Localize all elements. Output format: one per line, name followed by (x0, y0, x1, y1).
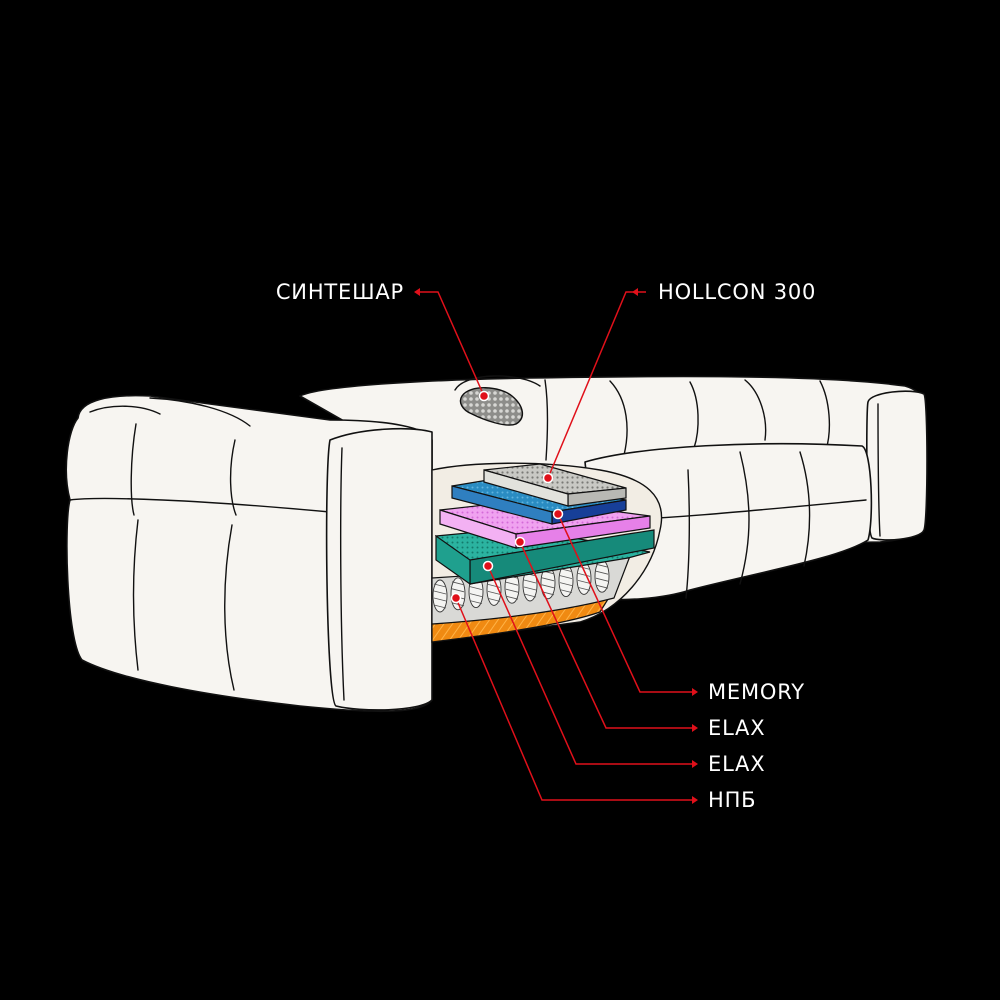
spring-wire (577, 580, 591, 584)
spring-wire (469, 593, 483, 597)
spring-wire (523, 586, 537, 591)
spring-wire (487, 591, 501, 595)
spring-wire (523, 593, 537, 598)
spring-wire (451, 581, 465, 586)
sofa-right-arm (866, 390, 928, 541)
npb-spring-unit (431, 555, 631, 625)
spring-wire (577, 587, 591, 591)
label-npb: НПБ (708, 788, 756, 812)
spring-coil (594, 559, 610, 593)
spring-wire (559, 582, 573, 586)
spring-wire (505, 588, 519, 593)
spring-wire (595, 563, 609, 568)
spring-wire (433, 597, 447, 602)
spring-wire (523, 579, 537, 584)
spring-wire (541, 577, 555, 582)
spring-wire (505, 581, 519, 586)
spring-wire (433, 604, 447, 609)
spring-coils (432, 559, 610, 613)
elax-2-marker (482, 560, 494, 572)
spring-wire (487, 598, 501, 602)
spring-wire (451, 588, 465, 593)
spring-coil (576, 561, 592, 595)
leader-lines (414, 288, 698, 804)
hollcon-marker (542, 472, 554, 484)
spring-wire (595, 577, 609, 582)
spring-wire (595, 584, 609, 589)
label-memory: MEMORY (708, 680, 805, 704)
spring-coil (432, 579, 448, 613)
label-elax-2: ELAX (708, 752, 765, 776)
spring-wire (469, 600, 483, 604)
spring-wire (505, 595, 519, 600)
sintesar-patch (459, 387, 523, 426)
sofa-seat-right (584, 442, 873, 601)
cutaway-section (431, 462, 663, 643)
sintesar-marker (478, 390, 490, 402)
spring-wire (577, 573, 591, 577)
label-hollcon-300: HOLLCON 300 (658, 280, 816, 304)
spring-wire (433, 583, 447, 588)
spring-wire (559, 575, 573, 579)
hollcon-grey-layer (483, 463, 627, 507)
spring-wire (595, 570, 609, 575)
spring-wire (577, 566, 591, 570)
spring-wire (469, 586, 483, 590)
label-sintesar: СИНТЕШАР (276, 280, 404, 304)
npb-marker (450, 592, 462, 604)
memory-marker (552, 508, 564, 520)
label-elax-1: ELAX (708, 716, 765, 740)
spring-wire (541, 584, 555, 589)
sofa-left-arm (325, 427, 433, 711)
spring-wire (559, 589, 573, 593)
elax-1-marker (514, 536, 526, 548)
spring-wire (433, 590, 447, 595)
